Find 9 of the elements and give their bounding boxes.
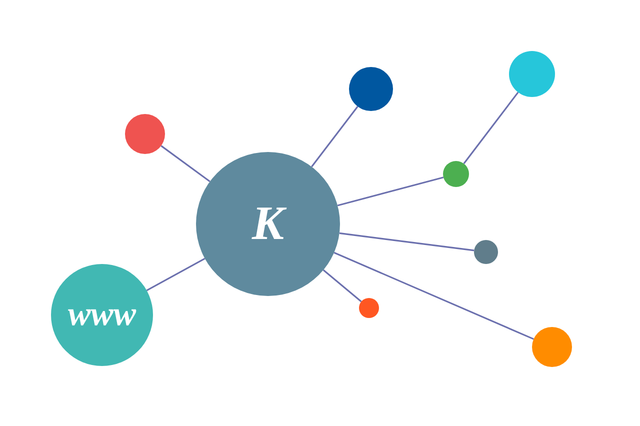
node-label: www (68, 298, 136, 332)
connector-line (337, 176, 444, 206)
connector-line (463, 92, 519, 164)
connector-line (339, 232, 474, 252)
connector-line (160, 145, 210, 182)
connector-line (322, 269, 362, 302)
connector-line (311, 106, 358, 168)
connector-line (146, 258, 206, 292)
connector-line (334, 252, 534, 340)
